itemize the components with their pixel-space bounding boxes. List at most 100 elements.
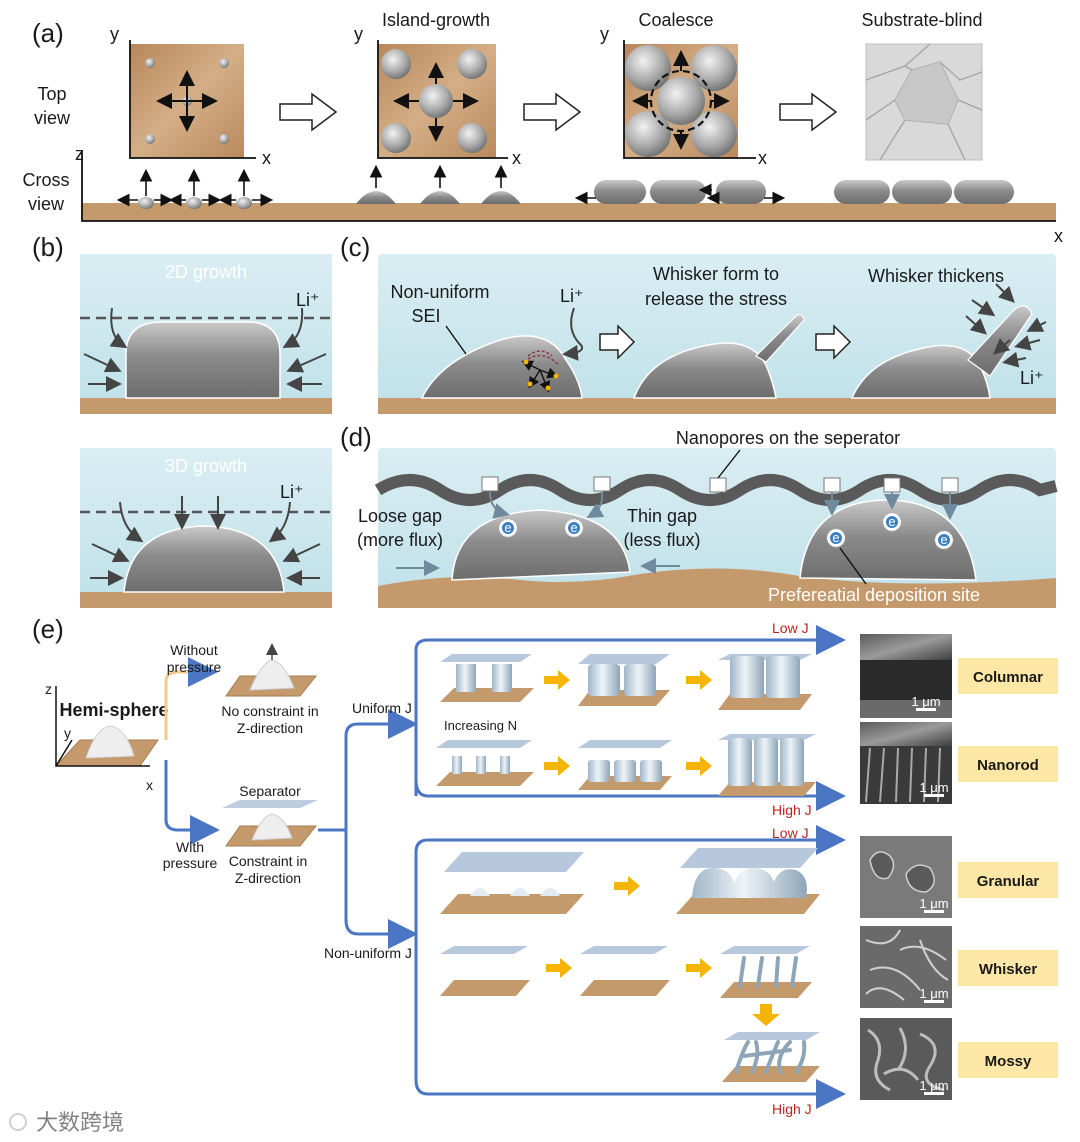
top-view-tile-coalesce: Coalesce y x: [600, 10, 767, 168]
axis-y-label: y: [600, 24, 609, 44]
scale-label: 1 μm: [919, 780, 948, 795]
axis-y-label: y: [354, 24, 363, 44]
axis-z-label: z: [45, 681, 52, 697]
axis-x-label: x: [146, 777, 153, 793]
growth-3d-title: 3D growth: [165, 456, 247, 476]
panel-c: (c) Non-uniform SEI Li⁺ Whisker form to …: [340, 232, 1056, 414]
li-ion-label: Li⁺: [1020, 368, 1044, 388]
uniform-high-j-sequence: [436, 734, 816, 796]
constraint-label: Constraint in: [229, 853, 308, 869]
axis-z-label: z: [75, 144, 84, 164]
scale-label: 1 μm: [919, 1078, 948, 1093]
separator-membrane: [374, 474, 1058, 506]
loose-gap-label: (more flux): [357, 530, 443, 550]
electron-markers: e e e e e: [498, 512, 954, 550]
process-arrow: [815, 324, 852, 360]
scale-label: 1 μm: [919, 896, 948, 911]
thin-gap-label: Thin gap: [627, 506, 697, 526]
electron-label: e: [504, 520, 511, 535]
without-pressure-label: Without: [170, 642, 218, 658]
uniform-low-j-sequence: [440, 654, 812, 710]
tag-nanorod: [958, 746, 1058, 782]
li-ion-label: Li⁺: [280, 482, 304, 502]
whisker-thickens-label: Whisker thickens: [868, 266, 1004, 286]
with-pressure-label: With: [176, 839, 204, 855]
panel-d: (d) Nanopores on the seperator e e e e: [340, 422, 1058, 608]
scale-label: 1 μm: [911, 694, 940, 709]
cross-view-strip: z x: [75, 144, 1063, 246]
non-uniform-high-j-sequence: [440, 946, 820, 1082]
panel-label-e: (e): [32, 614, 64, 644]
cross-view-label: view: [28, 194, 65, 214]
tag-granular: [958, 862, 1058, 898]
constraint-label: Z-direction: [235, 870, 301, 886]
non-uniform-sei-label: SEI: [411, 306, 440, 326]
no-constraint-label: No constraint in: [221, 703, 318, 719]
morphology-label: Whisker: [979, 961, 1038, 978]
growth-2d-title: 2D growth: [165, 262, 247, 282]
morphology-label: Nanorod: [977, 757, 1039, 774]
stage-title: Substrate-blind: [861, 10, 982, 30]
lithium-3d-deposit: [123, 525, 285, 593]
without-pressure-label: pressure: [167, 659, 222, 675]
stage-title: Coalesce: [638, 10, 713, 30]
sem-image-mossy: [860, 1018, 952, 1100]
morphology-label: Granular: [977, 873, 1040, 890]
scale-label: 1 μm: [919, 986, 948, 1001]
electron-label: e: [570, 520, 577, 535]
top-view-label: Top: [37, 84, 66, 104]
cross-view-label: Cross: [22, 170, 69, 190]
increasing-n-label: Increasing N: [444, 718, 517, 733]
process-arrow: [779, 92, 838, 132]
thin-gap-label: (less flux): [623, 530, 700, 550]
morphology-tags: Columnar Nanorod Granular Whisker Mossy: [958, 658, 1058, 1078]
low-j-label: Low J: [772, 620, 809, 636]
tag-columnar: [958, 658, 1058, 694]
scale-bars: 1 μm 1 μm 1 μm 1 μm 1 μm: [911, 694, 949, 1095]
tag-mossy: [958, 1042, 1058, 1078]
top-view-label: view: [34, 108, 71, 128]
electron-label: e: [888, 514, 895, 529]
axis-x-label: x: [262, 148, 271, 168]
panel-b: (b) 2D growth Li⁺ 3D growth Li⁺: [32, 232, 332, 608]
sem-image-granular: [860, 836, 952, 918]
axis-x-label: x: [1054, 226, 1063, 246]
lithium-2d-deposit: [125, 321, 281, 399]
high-j-label: High J: [772, 802, 812, 818]
non-uniform-j-label: Non-uniform J: [324, 945, 412, 961]
with-pressure-label: pressure: [163, 855, 218, 871]
axis-y-label: y: [64, 725, 71, 741]
panel-a: (a) Top view Cross view y x Island-growt…: [22, 10, 1063, 246]
non-uniform-sei-label: Non-uniform: [390, 282, 489, 302]
axis-x-label: x: [758, 148, 767, 168]
watermark: 大数跨境: [9, 1110, 124, 1135]
lithium-deposit-loose-gap: [451, 509, 631, 581]
axis-x-label: x: [512, 148, 521, 168]
whisker-form-label: Whisker form to: [653, 264, 779, 284]
deposition-site-label: Prefereatial deposition site: [768, 585, 980, 605]
low-j-label: Low J: [772, 825, 809, 841]
process-arrow: [279, 92, 338, 132]
non-uniform-low-j-sequence: [440, 848, 820, 914]
sem-image-nanorod: [860, 722, 952, 804]
top-view-tile-island-growth: Island-growth y x: [354, 10, 521, 168]
panel-label-d: (d): [340, 422, 372, 452]
panel-label-c: (c): [340, 232, 370, 262]
high-j-label: High J: [772, 1101, 812, 1117]
morphology-column: 1 μm 1 μm 1 μm 1 μm 1 μm Columnar Nanoro…: [860, 634, 1058, 1100]
process-arrow: [599, 324, 636, 360]
stage-title: Island-growth: [382, 10, 490, 30]
whisker-form-label: release the stress: [645, 289, 787, 309]
li-ion-label: Li⁺: [296, 290, 320, 310]
panel-label-b: (b): [32, 232, 64, 262]
li-ion-label: Li⁺: [560, 286, 584, 306]
no-constraint-label: Z-direction: [237, 720, 303, 736]
loose-gap-label: Loose gap: [358, 506, 442, 526]
sem-image-whisker: [860, 926, 952, 1008]
watermark-text: 大数跨境: [36, 1110, 124, 1135]
tag-whisker: [958, 950, 1058, 986]
panel-label-a: (a): [32, 18, 64, 48]
process-arrow: [523, 92, 582, 132]
nanopores-label: Nanopores on the seperator: [676, 428, 900, 448]
